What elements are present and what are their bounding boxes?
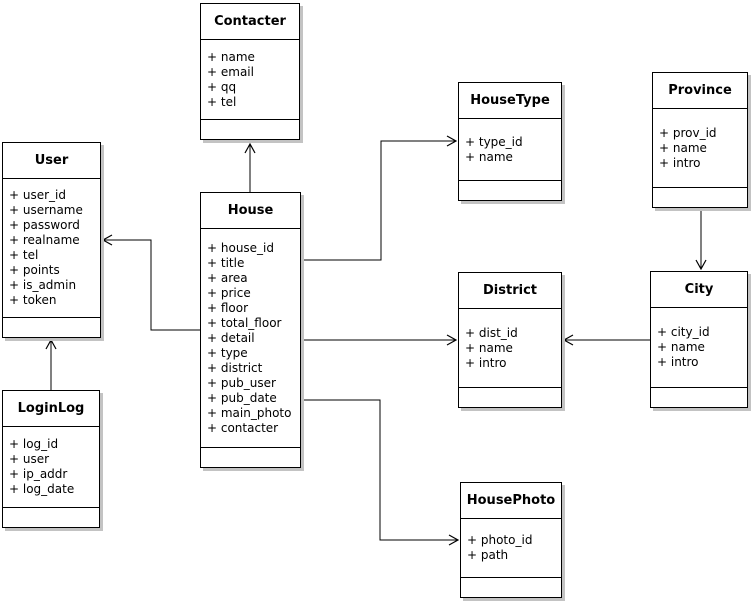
class-attribute-row: + intro — [465, 355, 507, 370]
class-title-province: Province — [653, 73, 747, 109]
class-title-housetype: HouseType — [459, 83, 561, 119]
class-title-district: District — [459, 273, 561, 309]
class-title-contacter: Contacter — [201, 4, 299, 40]
class-box-city[interactable]: City + city_id+ name+ intro — [650, 271, 748, 408]
class-box-loginlog[interactable]: LoginLog + log_id+ user+ ip_addr+ log_da… — [2, 390, 100, 528]
class-attribute-row: + price — [207, 285, 251, 300]
class-attribute-row: + title — [207, 255, 245, 270]
class-operations-empty-city — [651, 388, 747, 407]
class-attribute-row: + username — [9, 203, 83, 217]
class-attribute-row: + ip_addr — [9, 467, 68, 481]
connector-house-housetype — [301, 141, 456, 261]
class-attribute-row: + name — [659, 140, 707, 155]
class-box-user[interactable]: User + user_id+ username+ password+ real… — [2, 142, 101, 338]
class-attributes-house: + house_id+ title+ area+ price+ floor+ t… — [201, 229, 300, 448]
class-title-user: User — [3, 143, 100, 179]
class-attribute-row: + qq — [207, 79, 237, 94]
class-attribute-row: + total_floor — [207, 315, 282, 330]
class-attribute-row: + realname — [9, 233, 80, 247]
class-attribute-row: + house_id — [207, 240, 275, 255]
connector-house-user — [103, 240, 200, 331]
class-box-housephoto[interactable]: HousePhoto + photo_id+ path — [460, 482, 562, 598]
class-attribute-row: + type_id — [465, 134, 523, 149]
class-attribute-row: + token — [9, 293, 57, 307]
class-box-contacter[interactable]: Contacter + name+ email+ qq+ tel — [200, 3, 300, 140]
class-attribute-row: + intro — [657, 355, 699, 369]
class-attribute-row: + pub_user — [207, 375, 276, 390]
class-attributes-district: + dist_id+ name+ intro — [459, 309, 561, 388]
class-attribute-row: + name — [465, 340, 513, 355]
class-attribute-row: + prov_id — [659, 125, 717, 140]
class-operations-empty-province — [653, 188, 747, 207]
class-operations-empty-district — [459, 388, 561, 407]
class-attribute-row: + main_photo — [207, 405, 292, 420]
class-attributes-loginlog: + log_id+ user+ ip_addr+ log_date — [3, 427, 99, 508]
class-attribute-row: + name — [207, 49, 255, 64]
class-attribute-row: + floor — [207, 300, 249, 315]
class-title-housephoto: HousePhoto — [461, 483, 561, 519]
class-attribute-row: + city_id — [657, 325, 710, 339]
class-box-house[interactable]: House + house_id+ title+ area+ price+ fl… — [200, 192, 301, 468]
class-operations-empty-loginlog — [3, 508, 99, 527]
class-attributes-housetype: + type_id+ name — [459, 119, 561, 181]
class-title-loginlog: LoginLog — [3, 391, 99, 427]
class-attributes-city: + city_id+ name+ intro — [651, 308, 747, 388]
class-attribute-row: + password — [9, 218, 80, 232]
class-attributes-contacter: + name+ email+ qq+ tel — [201, 40, 299, 120]
class-attribute-row: + points — [9, 263, 60, 277]
class-attribute-row: + tel — [207, 94, 237, 109]
class-attribute-row: + log_date — [9, 482, 75, 496]
class-title-city: City — [651, 272, 747, 308]
class-attribute-row: + user — [9, 452, 50, 466]
class-box-province[interactable]: Province + prov_id+ name+ intro — [652, 72, 748, 208]
class-attribute-row: + dist_id — [465, 325, 518, 340]
class-attribute-row: + detail — [207, 330, 255, 345]
class-attribute-row: + name — [465, 149, 513, 164]
class-attributes-housephoto: + photo_id+ path — [461, 519, 561, 578]
class-attribute-row: + district — [207, 360, 263, 375]
class-attribute-row: + log_id — [9, 437, 59, 451]
class-attribute-row: + intro — [659, 155, 701, 170]
class-attribute-row: + photo_id — [467, 533, 533, 547]
connector-house-housephoto — [301, 399, 458, 540]
class-attributes-user: + user_id+ username+ password+ realname+… — [3, 179, 100, 318]
class-attribute-row: + path — [467, 548, 509, 562]
class-operations-empty-house — [201, 448, 300, 467]
class-attribute-row: + type — [207, 345, 248, 360]
class-attribute-row: + user_id — [9, 188, 66, 202]
class-operations-empty-contacter — [201, 120, 299, 139]
class-title-house: House — [201, 193, 300, 229]
class-operations-empty-housetype — [459, 181, 561, 200]
class-attribute-row: + email — [207, 64, 254, 79]
class-box-district[interactable]: District + dist_id+ name+ intro — [458, 272, 562, 408]
class-attribute-row: + name — [657, 340, 705, 354]
class-attribute-row: + is_admin — [9, 278, 77, 292]
class-operations-empty-housephoto — [461, 578, 561, 597]
class-operations-empty-user — [3, 318, 100, 337]
class-attribute-row: + area — [207, 270, 248, 285]
class-attribute-row: + pub_date — [207, 390, 277, 405]
class-attribute-row: + tel — [9, 248, 39, 262]
class-box-housetype[interactable]: HouseType + type_id+ name — [458, 82, 562, 201]
class-attributes-province: + prov_id+ name+ intro — [653, 109, 747, 188]
class-attribute-row: + contacter — [207, 420, 279, 435]
